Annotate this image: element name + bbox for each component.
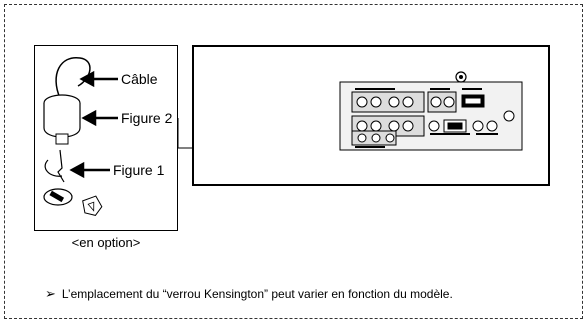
lock-key-stub-icon (55, 133, 69, 145)
rotation-arrow-icon (44, 159, 63, 177)
arrow-bullet-icon: ➢ (45, 286, 56, 301)
footnote: ➢ L’emplacement du “verrou Kensington” pe… (45, 287, 453, 300)
cable-label: Câble (121, 71, 158, 87)
av-jacks-row3 (351, 130, 397, 146)
dashed-outer-frame (4, 4, 583, 319)
kensington-logo-icon (82, 195, 103, 216)
av-jacks-row1 (351, 91, 485, 113)
footnote-text: L’emplacement du “verrou Kensington” peu… (61, 287, 453, 301)
optional-caption: <en option> (71, 235, 141, 250)
label-arrows (69, 70, 118, 179)
figure2-label: Figure 2 (121, 110, 173, 126)
figure1-label: Figure 1 (113, 162, 165, 178)
